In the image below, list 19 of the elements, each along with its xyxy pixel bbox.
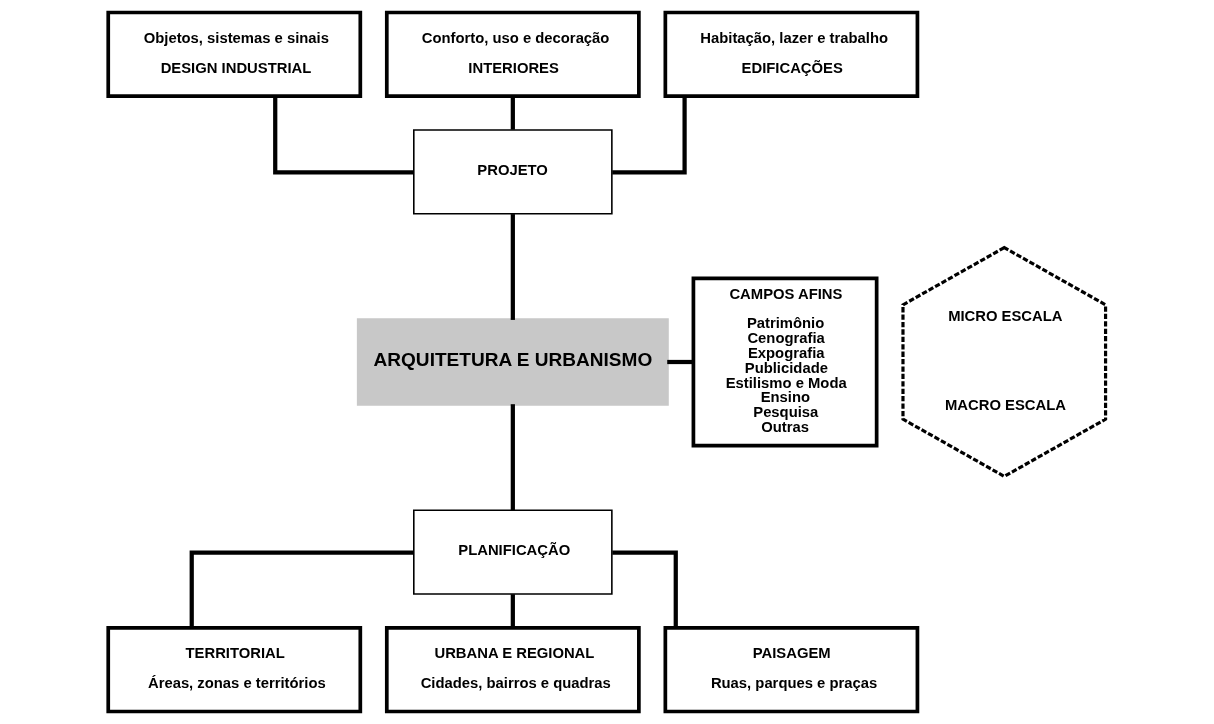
- connector: [510, 594, 515, 628]
- connector: [273, 96, 414, 175]
- node-box: ARQUITETURA E URBANISMO: [356, 318, 669, 406]
- node-box: PLANIFICAÇÃO: [413, 509, 613, 595]
- node-box: PROJETO: [413, 129, 613, 215]
- connector: [612, 550, 678, 628]
- node-box: Conforto, uso e decoração INTERIORES: [384, 10, 641, 98]
- connector: [612, 96, 687, 175]
- node-box: Habitação, lazer e trabalho EDIFICAÇÕES: [663, 10, 920, 98]
- connector: [510, 214, 515, 320]
- node-box: URBANA E REGIONAL Cidades, bairros e quadras: [384, 626, 641, 714]
- node-box: TERRITORIAL Áreas, zonas e territórios: [106, 626, 363, 714]
- node-box: PAISAGEM Ruas, parques e praças: [663, 626, 920, 714]
- connector: [510, 96, 515, 130]
- node-box: CAMPOS AFINS Patrimônio Cenografia Expografia Publicidade Estilismo e Moda Ensino Pesquisa Outras: [691, 276, 879, 448]
- node-box: Objetos, sistemas e sinais DESIGN INDUSTRIAL: [106, 10, 363, 98]
- connector: [189, 550, 414, 628]
- connector: [667, 359, 694, 365]
- connector: [510, 404, 515, 511]
